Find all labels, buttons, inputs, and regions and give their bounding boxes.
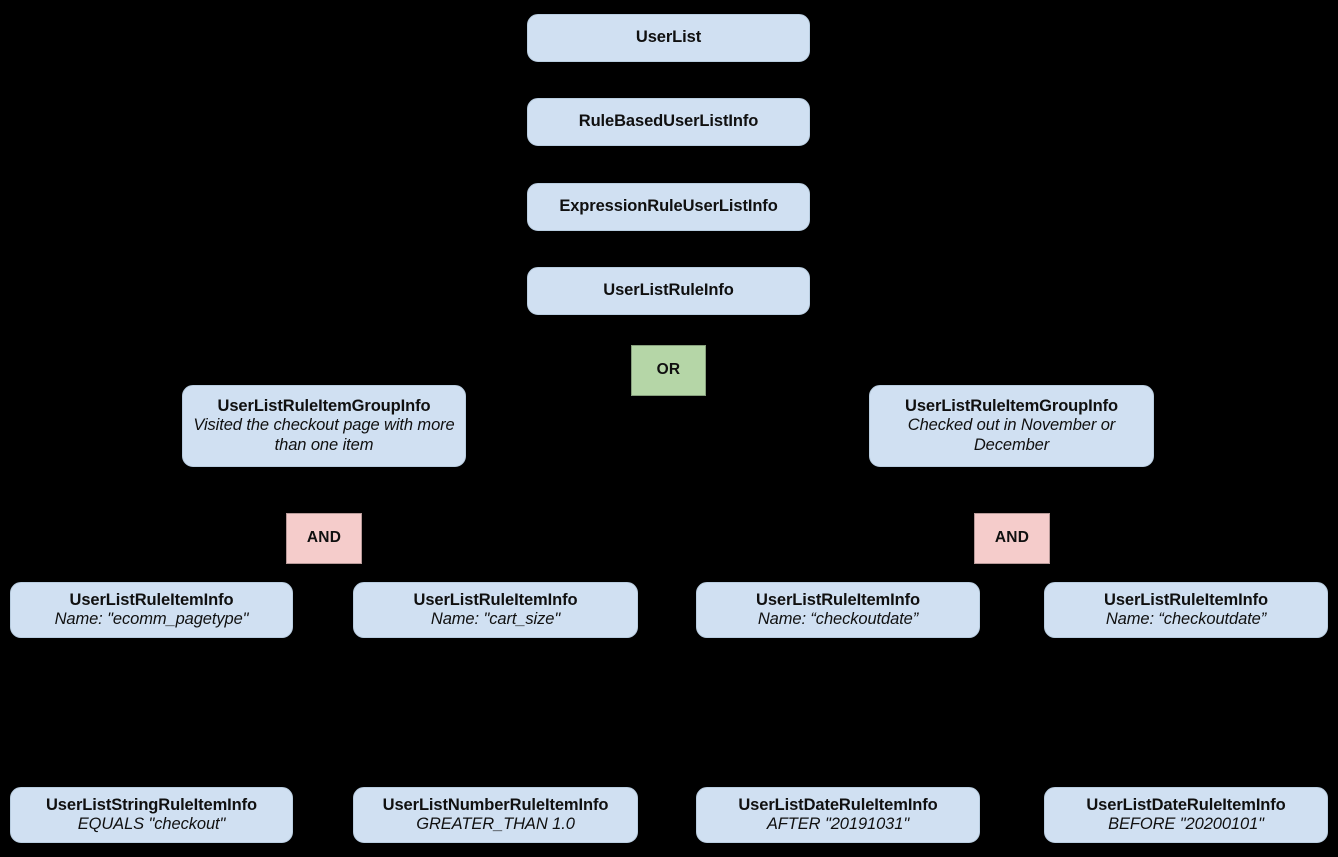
node-title: UserListNumberRuleItemInfo xyxy=(382,795,609,814)
node-title: ExpressionRuleUserListInfo xyxy=(559,197,778,216)
edge-and-operator-right-to-ruleitem-checkoutdate-after xyxy=(833,563,1013,583)
operator-label: OR xyxy=(656,361,681,379)
node-subtitle: AFTER "20191031" xyxy=(766,815,910,833)
node-title: UserList xyxy=(635,28,702,47)
node-title: UserListRuleItemInfo xyxy=(413,590,578,609)
node-subtitle: Name: "ecomm_pagetype" xyxy=(54,610,249,628)
edge-group-right-to-and-operator-right xyxy=(1006,466,1017,514)
node-subtitle: EQUALS "checkout" xyxy=(77,815,226,833)
node-subtitle: BEFORE "20200101" xyxy=(1108,815,1264,833)
node-title: RuleBasedUserListInfo xyxy=(578,112,759,131)
operator-label: AND xyxy=(994,529,1030,547)
operator-label: AND xyxy=(306,529,342,547)
node-subtitle: GREATER_THAN 1.0 xyxy=(416,815,575,833)
edge-and-operator-right-to-ruleitem-checkoutdate-before xyxy=(1011,563,1191,583)
node-title: UserListDateRuleItemInfo xyxy=(1086,795,1286,814)
node-userlist[interactable]: UserList xyxy=(527,14,810,62)
node-expressionruleuserlistinfo[interactable]: ExpressionRuleUserListInfo xyxy=(527,183,810,231)
node-and-operator-right[interactable]: AND xyxy=(974,513,1050,564)
node-title: UserListRuleItemInfo xyxy=(1104,590,1268,609)
node-title: UserListRuleItemGroupInfo xyxy=(217,397,431,416)
node-title: UserListDateRuleItemInfo xyxy=(738,795,938,814)
node-title: UserListRuleItemGroupInfo xyxy=(905,397,1118,416)
edge-and-operator-left-to-ruleitem-ecomm-pagetype xyxy=(146,563,325,583)
node-title: UserListRuleItemInfo xyxy=(69,590,234,609)
node-subtitle: Name: “checkoutdate” xyxy=(757,610,919,628)
node-and-operator-left[interactable]: AND xyxy=(286,513,362,564)
node-subtitle: Name: “checkoutdate” xyxy=(1105,610,1267,628)
node-or-operator[interactable]: OR xyxy=(631,345,706,396)
node-title: UserListStringRuleItemInfo xyxy=(45,795,257,814)
node-subtitle: Checked out in November or December xyxy=(907,416,1116,454)
node-subtitle: Visited the checkout page with more than… xyxy=(193,416,455,454)
node-rulebaseduserlistinfo[interactable]: RuleBasedUserListInfo xyxy=(527,98,810,146)
node-userlistruleinfo[interactable]: UserListRuleInfo xyxy=(527,267,810,315)
node-subtitle: Name: "cart_size" xyxy=(430,610,561,628)
edge-and-operator-left-to-ruleitem-cart-size xyxy=(323,563,501,583)
node-title: UserListRuleInfo xyxy=(603,281,734,300)
node-title: UserListRuleItemInfo xyxy=(756,590,920,609)
